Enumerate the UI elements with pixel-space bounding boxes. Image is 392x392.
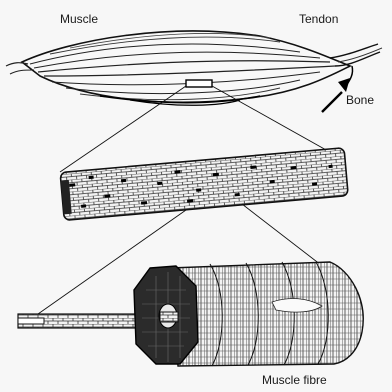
magnified-region-box: [186, 80, 212, 87]
tendon-label: Tendon: [299, 13, 338, 25]
muscle-belly: [6, 31, 350, 105]
fibre-bundle: [60, 148, 348, 221]
muscle-label: Muscle: [60, 13, 98, 25]
bone-label: Bone: [346, 94, 374, 106]
single-muscle-fibre: [18, 262, 363, 366]
muscle-fibre-label: Muscle fibre: [262, 374, 327, 386]
